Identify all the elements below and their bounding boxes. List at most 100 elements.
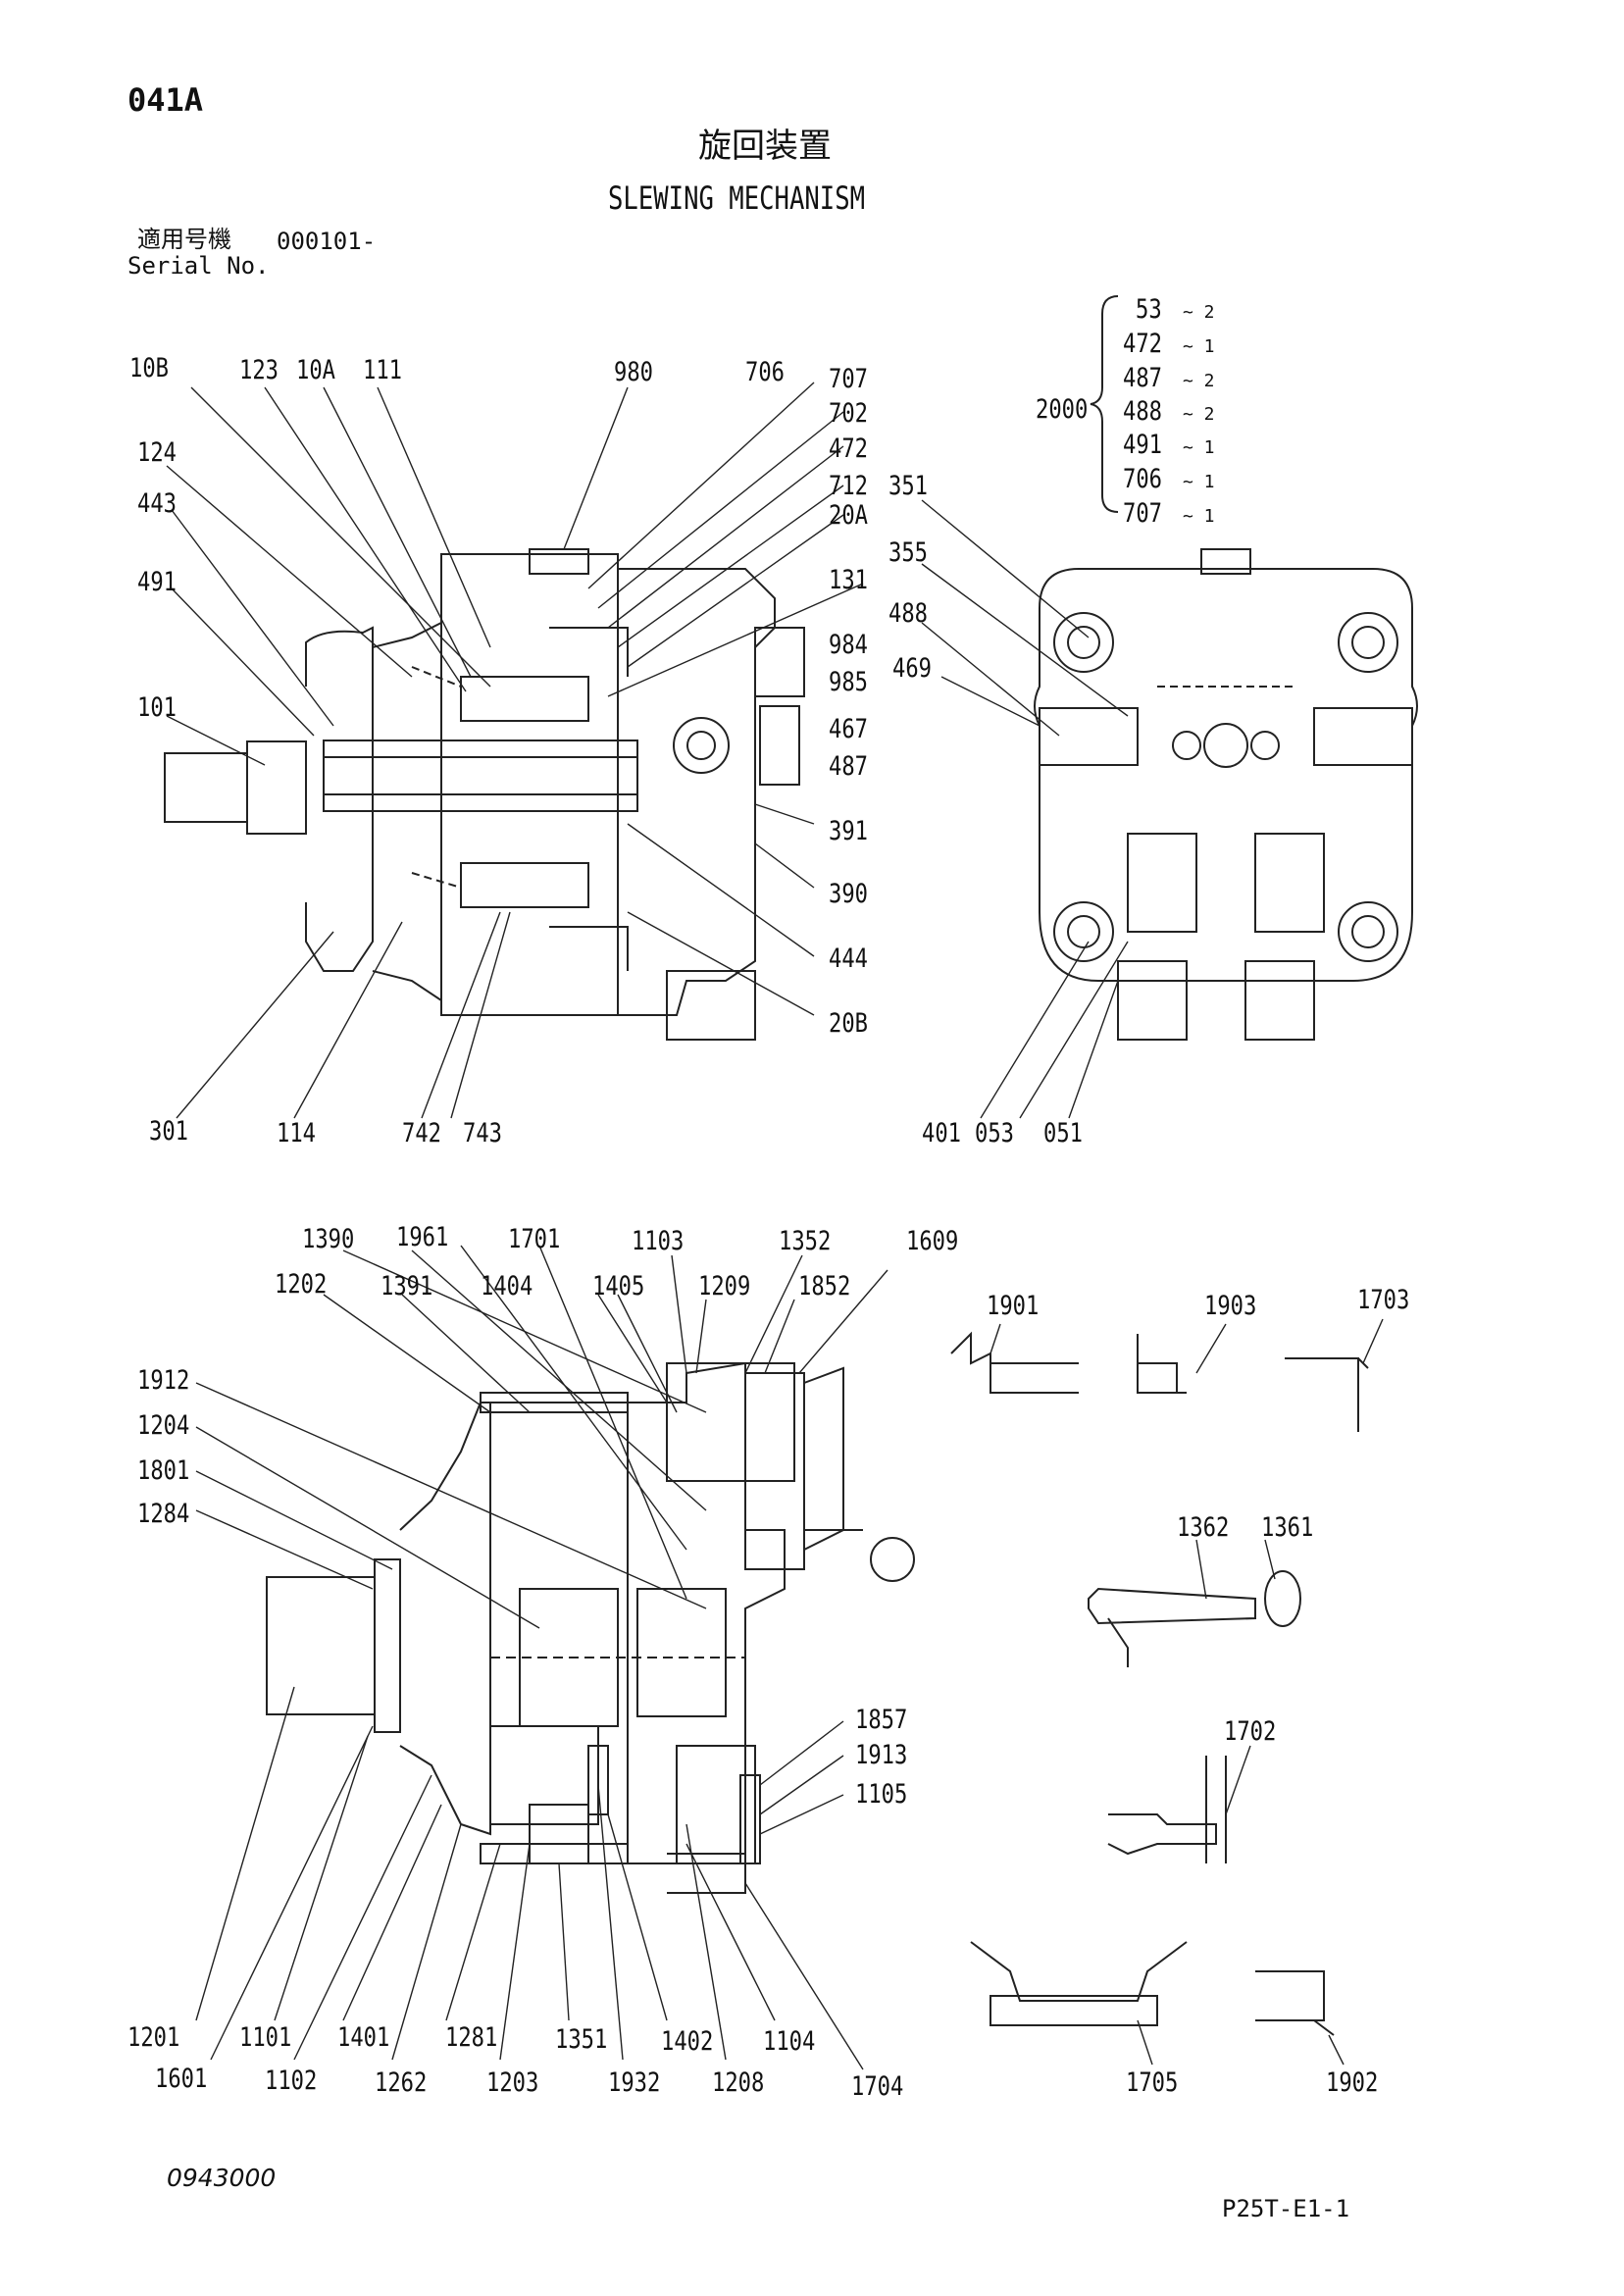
callout-1801: 1801 [137, 1455, 190, 1486]
callout-712: 712 [829, 471, 869, 501]
callout-985: 985 [829, 667, 869, 697]
callout-10B: 10B [129, 353, 170, 383]
callout-351: 351 [888, 471, 929, 501]
callout-487: 487 [829, 751, 869, 782]
callout-1404: 1404 [481, 1271, 533, 1301]
callout-391: 391 [829, 816, 869, 846]
drawing-number: 0943000 [167, 2164, 277, 2192]
kit-part: 472 [1123, 329, 1163, 359]
callout-1352: 1352 [779, 1226, 832, 1256]
callout-702: 702 [829, 398, 869, 429]
callout-401: 401 [922, 1118, 962, 1148]
kit-qty: ~ 1 [1183, 336, 1215, 357]
title-japanese: 旋回装置 [698, 127, 832, 166]
serial-jp-label: 適用号機 [137, 226, 231, 253]
callout-1284: 1284 [137, 1499, 190, 1529]
page-code: P25T-E1-1 [1222, 2195, 1350, 2222]
callout-124: 124 [137, 437, 178, 468]
callout-1903: 1903 [1204, 1291, 1257, 1321]
kit-part: 706 [1123, 464, 1163, 494]
callout-1391: 1391 [381, 1271, 433, 1301]
callout-1201: 1201 [127, 2022, 180, 2053]
callout-1105: 1105 [855, 1779, 908, 1810]
callout-1401: 1401 [337, 2022, 390, 2053]
kit-qty: ~ 1 [1183, 437, 1215, 458]
callout-1912: 1912 [137, 1365, 190, 1396]
callout-1208: 1208 [712, 2067, 765, 2098]
callout-1104: 1104 [763, 2026, 816, 2057]
kit-part: 487 [1123, 363, 1163, 393]
callout-051: 051 [1043, 1118, 1084, 1148]
callout-743: 743 [463, 1118, 503, 1148]
callout-1961: 1961 [396, 1222, 449, 1252]
kit-qty: ~ 2 [1183, 404, 1215, 425]
callout-1701: 1701 [508, 1224, 561, 1254]
callout-1609: 1609 [906, 1226, 959, 1256]
kit-part: 707 [1123, 498, 1163, 529]
motor-end-view [1034, 548, 1418, 1041]
callout-20B: 20B [829, 1008, 869, 1039]
callout-707: 707 [829, 364, 869, 394]
callout-123: 123 [239, 355, 279, 385]
kit-part: 53 [1136, 294, 1162, 325]
callout-1281: 1281 [445, 2022, 498, 2053]
callout-301: 301 [149, 1116, 189, 1147]
callout-1102: 1102 [265, 2066, 318, 2096]
callout-1704: 1704 [851, 2071, 904, 2102]
callout-742: 742 [402, 1118, 442, 1148]
title-english: SLEWING MECHANISM [608, 179, 866, 217]
callout-1932: 1932 [608, 2067, 661, 2098]
callout-984: 984 [829, 630, 869, 660]
detail-views [950, 1331, 1369, 2036]
callout-1702: 1702 [1224, 1716, 1277, 1747]
callout-1902: 1902 [1326, 2067, 1379, 2098]
callout-1402: 1402 [661, 2026, 714, 2057]
callout-467: 467 [829, 714, 869, 744]
callout-20A: 20A [829, 500, 869, 531]
callout-1351: 1351 [555, 2024, 608, 2055]
serial-en-label: Serial No. [127, 252, 270, 280]
callout-1103: 1103 [632, 1226, 685, 1256]
callout-1705: 1705 [1126, 2067, 1179, 2098]
reduction-gear-view [266, 1361, 915, 1894]
callout-1101: 1101 [239, 2022, 292, 2053]
callout-101: 101 [137, 692, 178, 723]
callout-1703: 1703 [1357, 1285, 1410, 1315]
serial-value: 000101- [277, 228, 377, 255]
callout-1913: 1913 [855, 1740, 908, 1770]
callout-1204: 1204 [137, 1410, 190, 1441]
callout-111: 111 [363, 355, 403, 385]
callout-1390: 1390 [302, 1224, 355, 1254]
callout-1262: 1262 [375, 2067, 428, 2098]
callout-1203: 1203 [486, 2067, 539, 2098]
callout-131: 131 [829, 565, 869, 595]
callout-706: 706 [745, 357, 786, 387]
callout-472: 472 [829, 434, 869, 464]
callout-469: 469 [892, 653, 933, 684]
callout-1209: 1209 [698, 1271, 751, 1301]
kit-qty: ~ 1 [1183, 472, 1215, 492]
callout-355: 355 [888, 537, 929, 568]
kit-id: 2000 [1036, 394, 1089, 425]
callout-1362: 1362 [1177, 1512, 1230, 1543]
callout-1857: 1857 [855, 1705, 908, 1735]
callout-1405: 1405 [592, 1271, 645, 1301]
callout-1901: 1901 [987, 1291, 1040, 1321]
callout-491: 491 [137, 567, 178, 597]
page-id: 041A [127, 81, 204, 119]
callout-488: 488 [888, 598, 929, 629]
callout-053: 053 [975, 1118, 1015, 1148]
kit-qty: ~ 2 [1183, 302, 1215, 323]
callout-1361: 1361 [1261, 1512, 1314, 1543]
kit-part: 488 [1123, 396, 1163, 427]
callout-443: 443 [137, 488, 178, 519]
callout-114: 114 [277, 1118, 317, 1148]
callout-1601: 1601 [155, 2064, 208, 2094]
kit-qty: ~ 1 [1183, 506, 1215, 527]
callout-1852: 1852 [798, 1271, 851, 1301]
callout-444: 444 [829, 944, 869, 974]
kit-qty: ~ 2 [1183, 371, 1215, 391]
callout-10A: 10A [296, 355, 336, 385]
kit-part: 491 [1123, 430, 1163, 460]
